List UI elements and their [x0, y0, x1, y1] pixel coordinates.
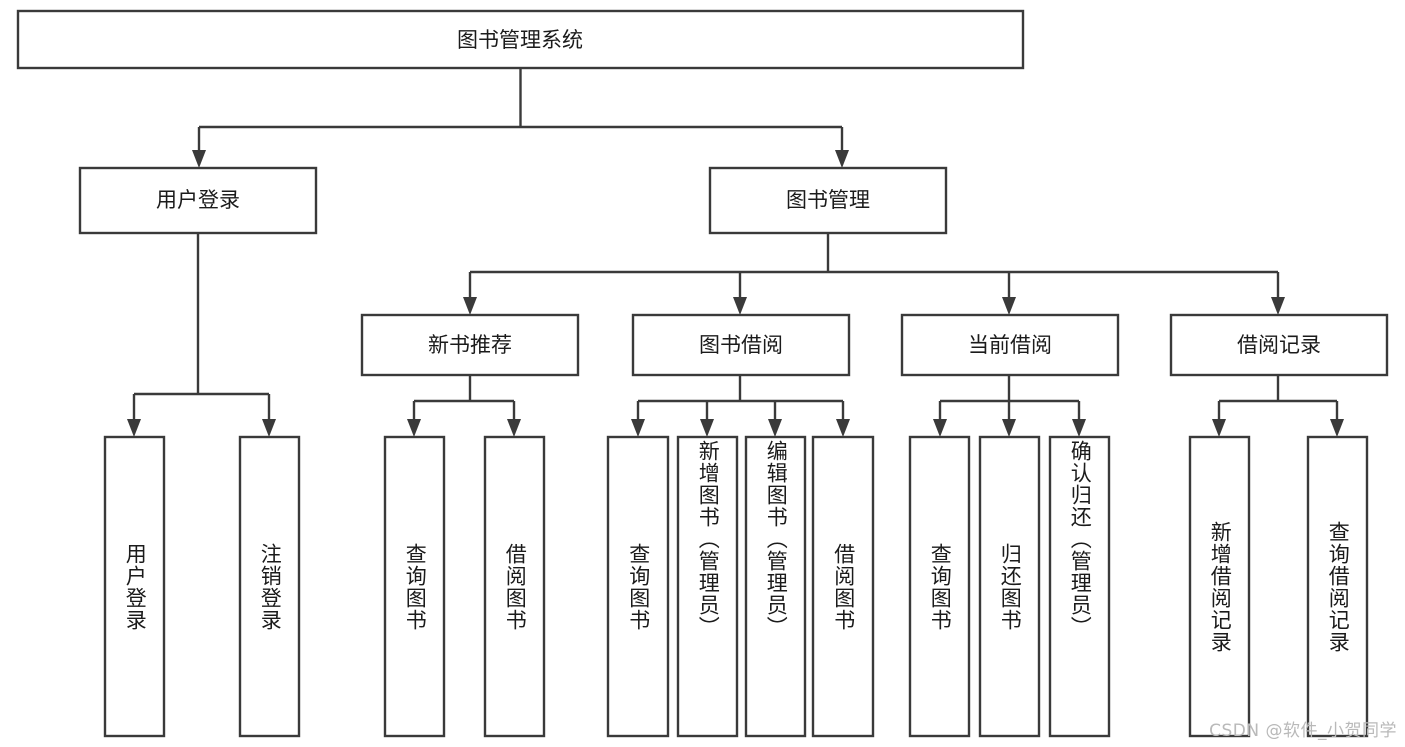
arrow-head-icon [507, 419, 521, 437]
node-current-borrow-label: 当前借阅 [968, 333, 1052, 357]
connector-bookborrow-to-leaves [631, 375, 850, 437]
arrow-head-icon [1002, 419, 1016, 437]
node-leaf-borrow-book-2[interactable] [811, 435, 875, 738]
node-leaf-query-book-1[interactable] [383, 435, 446, 738]
node-user-login-label: 用户登录 [156, 188, 240, 212]
connector-bookmgmt-to-level3 [463, 233, 1285, 315]
arrow-head-icon [1212, 419, 1226, 437]
arrow-head-icon [192, 150, 206, 168]
node-leaf-borrow-book-1[interactable] [483, 435, 546, 738]
arrow-head-icon [835, 150, 849, 168]
node-leaf-confirm-return[interactable] [1048, 435, 1111, 738]
node-leaf-logout[interactable] [238, 435, 301, 738]
node-user-login[interactable]: 用户登录 [78, 166, 318, 235]
arrow-head-icon [836, 419, 850, 437]
node-new-book-recommend-label: 新书推荐 [428, 333, 512, 357]
node-current-borrow[interactable]: 当前借阅 [900, 313, 1120, 377]
node-borrow-record-label: 借阅记录 [1237, 333, 1321, 357]
node-leaf-query-book-2[interactable] [606, 435, 670, 738]
node-leaf-add-record[interactable] [1188, 435, 1251, 738]
node-book-management[interactable]: 图书管理 [708, 166, 948, 235]
arrow-head-icon [733, 297, 747, 315]
connector-userlogin-to-leaves [127, 233, 276, 437]
arrow-head-icon [768, 419, 782, 437]
node-book-borrow-label: 图书借阅 [699, 333, 783, 357]
node-root-label: 图书管理系统 [457, 28, 583, 52]
connector-currentborrow-to-leaves [933, 375, 1086, 437]
watermark-text: CSDN @软件_小贺同学 [1209, 721, 1397, 741]
node-book-management-label: 图书管理 [786, 188, 870, 212]
node-leaf-query-book-3[interactable] [908, 435, 971, 738]
node-leaf-user-login[interactable] [103, 435, 166, 738]
node-book-borrow[interactable]: 图书借阅 [631, 313, 851, 377]
connector-root-to-level2 [192, 68, 849, 168]
arrow-head-icon [933, 419, 947, 437]
node-leaf-return-book[interactable] [978, 435, 1041, 738]
node-new-book-recommend[interactable]: 新书推荐 [360, 313, 580, 377]
arrow-head-icon [463, 297, 477, 315]
connector-newbook-to-leaves [407, 375, 521, 437]
connector-borrowrecord-to-leaves [1212, 375, 1344, 437]
arrow-head-icon [127, 419, 141, 437]
arrow-head-icon [407, 419, 421, 437]
node-borrow-record[interactable]: 借阅记录 [1169, 313, 1389, 377]
arrow-head-icon [1072, 419, 1086, 437]
arrow-head-icon [631, 419, 645, 437]
node-leaf-add-book[interactable] [676, 435, 739, 738]
node-leaf-edit-book[interactable] [744, 435, 807, 738]
arrow-head-icon [1002, 297, 1016, 315]
node-root[interactable]: 图书管理系统 [16, 9, 1025, 70]
arrow-head-icon [1271, 297, 1285, 315]
arrow-head-icon [262, 419, 276, 437]
arrow-head-icon [1330, 419, 1344, 437]
arrow-head-icon [700, 419, 714, 437]
node-leaf-query-record[interactable] [1306, 435, 1369, 738]
